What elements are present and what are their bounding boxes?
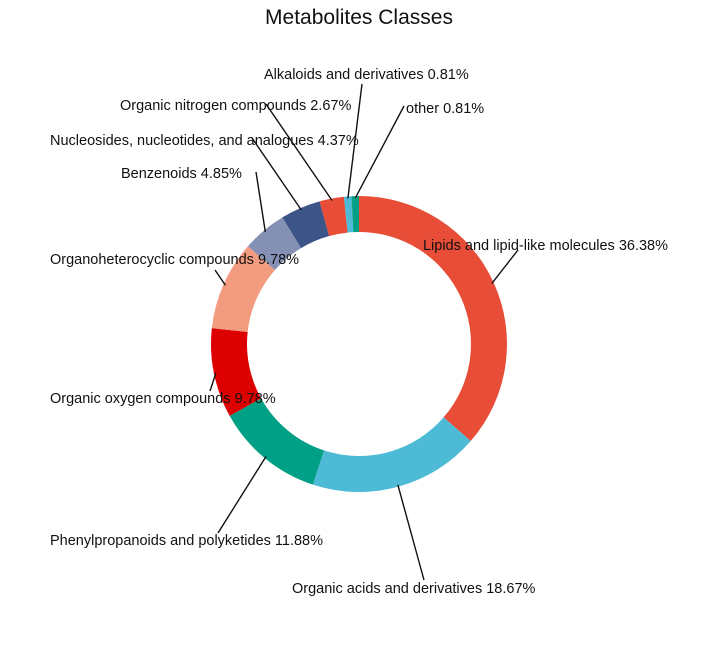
slice-label: Organic nitrogen compounds 2.67% [120, 98, 351, 114]
donut-slice [211, 328, 262, 416]
slice-label: Organic oxygen compounds 9.78% [50, 391, 276, 407]
leader-line [214, 269, 226, 286]
slice-label: Lipids and lipid-like molecules 36.38% [423, 238, 668, 254]
donut-slice [319, 196, 348, 237]
slice-label: Organic acids and derivatives 18.67% [292, 581, 536, 597]
donut-slice [359, 196, 507, 442]
slice-label: Nucleosides, nucleotides, and analogues … [50, 133, 359, 149]
donut-slice [229, 398, 325, 485]
leader-line [251, 137, 302, 211]
donut-slice [351, 196, 359, 233]
leader-line [265, 103, 333, 201]
donut-slice [211, 246, 275, 332]
leader-line-group [209, 83, 519, 581]
label-group: Lipids and lipid-like molecules 36.38% Or… [50, 67, 668, 597]
donut-slice [247, 217, 302, 270]
leader-line [255, 171, 267, 233]
slice-label: Phenylpropanoids and polyketides 11.88% [50, 533, 323, 549]
chart-title: Metabolites Classes [265, 6, 453, 29]
leader-line [217, 456, 267, 534]
slice-label: Organoheterocyclic compounds 9.78% [50, 252, 299, 268]
slice-label: Alkaloids and derivatives 0.81% [264, 67, 469, 83]
leader-line [354, 105, 405, 199]
slice-label: other 0.81% [406, 101, 484, 117]
donut-slice [343, 196, 354, 233]
donut-slice [282, 201, 330, 249]
slice-group [211, 196, 507, 492]
donut-slice [312, 417, 471, 492]
leader-line [209, 372, 217, 392]
leader-line [491, 249, 519, 284]
leader-line [397, 484, 425, 581]
slice-label: Benzenoids 4.85% [121, 166, 242, 182]
leader-line [347, 83, 363, 199]
